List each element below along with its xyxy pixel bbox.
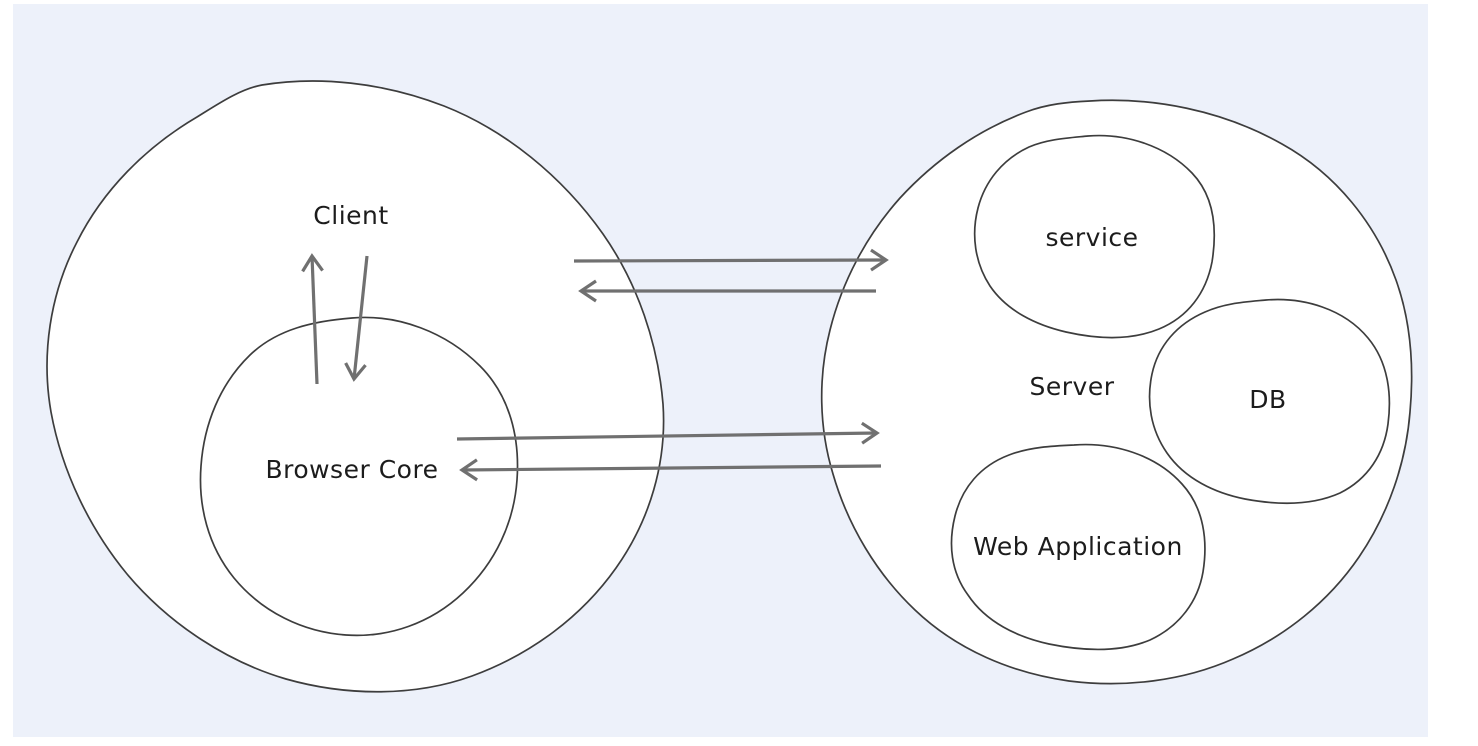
web-application-label: Web Application xyxy=(973,532,1183,561)
arrow-browser-core-to-server xyxy=(456,421,880,445)
arrow-client-to-browser-core xyxy=(344,255,369,382)
server-label: Server xyxy=(1030,372,1115,401)
db-boundary xyxy=(1148,298,1391,505)
web-application-boundary xyxy=(950,443,1206,651)
arrow-server-to-browser-core xyxy=(459,458,882,482)
labels-layer: Client Browser Core service Server DB We… xyxy=(265,201,1286,561)
arrow-client-to-server xyxy=(573,248,889,272)
arrow-browser-core-to-client xyxy=(301,253,324,385)
arrows-layer xyxy=(301,248,889,482)
browser-core-label: Browser Core xyxy=(265,455,438,484)
client-label: Client xyxy=(313,201,388,230)
shapes-layer xyxy=(46,80,1413,693)
service-label: service xyxy=(1045,223,1138,252)
service-boundary xyxy=(973,134,1216,339)
browser-core-boundary xyxy=(199,316,519,637)
db-label: DB xyxy=(1249,385,1286,414)
